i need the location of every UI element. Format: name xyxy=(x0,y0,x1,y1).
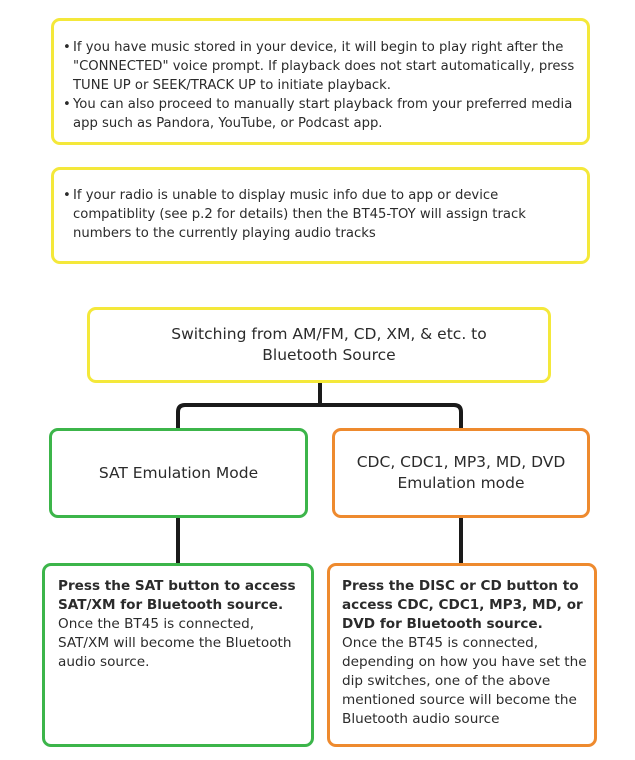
note-bullet-track-numbers: If your radio is unable to display music… xyxy=(63,186,579,243)
cdc-detail-text: Once the BT45 is connected, depending on… xyxy=(342,635,587,727)
note-bullet-manual-playback: You can also proceed to manually start p… xyxy=(63,95,579,133)
sat-mode-box: SAT Emulation Mode xyxy=(49,428,308,518)
playback-note-box: If you have music stored in your device,… xyxy=(51,18,590,145)
cdc-detail-box: Press the DISC or CD button to access CD… xyxy=(327,563,597,747)
track-info-note-box: If your radio is unable to display music… xyxy=(51,167,590,264)
note-bullet-autoplay: If you have music stored in your device,… xyxy=(63,38,579,95)
playback-note-list: If you have music stored in your device,… xyxy=(63,38,579,133)
cdc-instruction: Press the DISC or CD button to access CD… xyxy=(342,578,583,632)
sat-detail-text: Once the BT45 is connected, SAT/XM will … xyxy=(58,616,292,670)
cdc-mode-title: CDC, CDC1, MP3, MD, DVD Emulation mode xyxy=(356,453,566,492)
sat-instruction: Press the SAT button to access SAT/XM fo… xyxy=(58,578,296,613)
sat-detail-box: Press the SAT button to access SAT/XM fo… xyxy=(42,563,314,747)
flow-root-box: Switching from AM/FM, CD, XM, & etc. to … xyxy=(87,307,551,383)
track-info-note-list: If your radio is unable to display music… xyxy=(63,186,579,243)
sat-mode-title: SAT Emulation Mode xyxy=(98,464,259,482)
cdc-mode-box: CDC, CDC1, MP3, MD, DVD Emulation mode xyxy=(332,428,590,518)
connector-root-to-branches xyxy=(176,383,463,428)
flow-root-label: Switching from AM/FM, CD, XM, & etc. to … xyxy=(171,325,487,364)
